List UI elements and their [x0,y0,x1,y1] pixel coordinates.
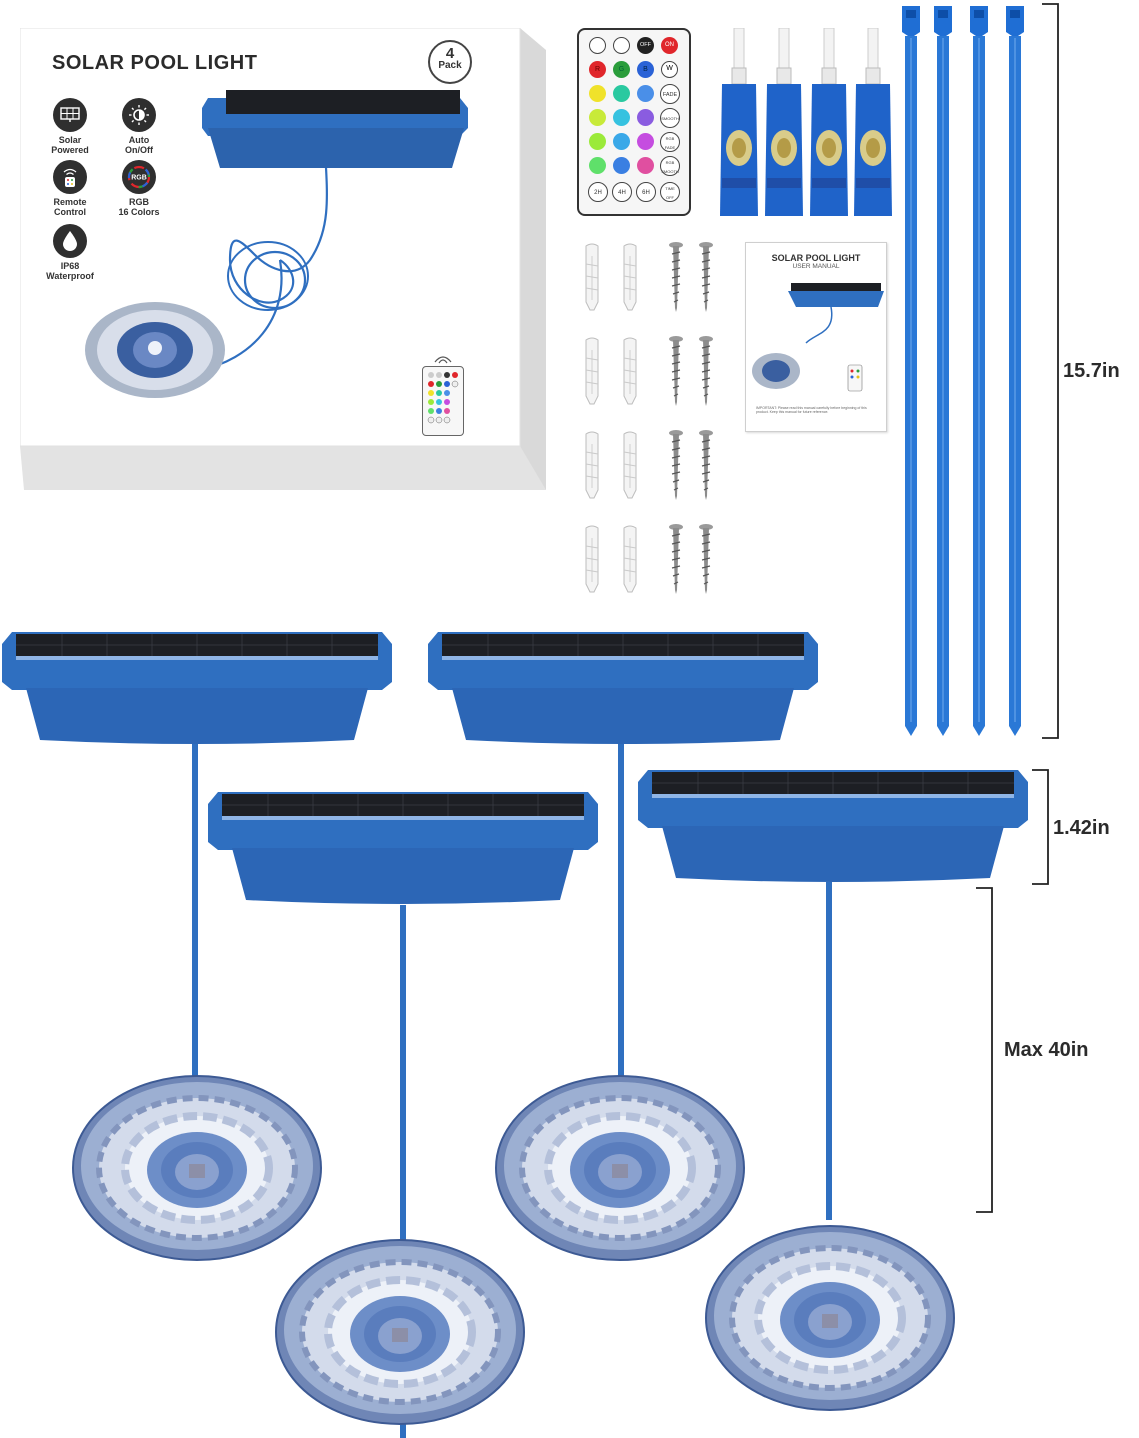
brightness-up-button[interactable] [613,37,630,54]
time-off-button[interactable]: TIME OFF [660,182,680,202]
remote-control-icon [53,160,87,194]
timer-4h-button[interactable]: 4H [612,182,632,202]
box-mini-remote [422,366,464,436]
timer-2h-button[interactable]: 2H [588,182,608,202]
anchors-and-screws [585,241,714,595]
box-hero-light [85,90,468,398]
manual-title: SOLAR POOL LIGHT [771,253,861,263]
feature-waterproof-line2: Waterproof [46,271,94,281]
rgb-fade-button[interactable]: RGB FADE [660,132,680,152]
color-button[interactable] [613,85,630,102]
green-button[interactable]: G [613,61,630,78]
waterproof-drop-icon [53,224,87,258]
light-height-label: 1.42in [1053,817,1110,839]
pack-label: Pack [438,60,462,71]
feature-remote-line2: Control [54,207,86,217]
rgb-smooth-button[interactable]: RGB SMOOTH [660,156,680,176]
feature-waterproof: IP68 Waterproof [35,224,105,281]
feature-auto: Auto On/Off [104,98,174,155]
feature-solar-line2: Powered [51,145,89,155]
feature-rgb: RGB RGB 16 Colors [104,160,174,217]
off-button[interactable]: OFF [637,37,654,54]
feature-auto-line1: Auto [128,135,150,145]
color-button[interactable] [637,109,654,126]
feature-solar-line1: Solar [58,135,82,145]
color-button[interactable] [589,157,606,174]
solar-panel-icon [53,98,87,132]
color-button[interactable] [613,109,630,126]
white-button[interactable]: W [661,61,678,78]
dimension-brackets [976,3,1059,1213]
color-button[interactable] [613,133,630,150]
on-button[interactable]: ON [661,37,678,54]
feature-solar: Solar Powered [35,98,105,155]
feature-rgb-line2: 16 Colors [118,207,160,217]
color-button[interactable] [613,157,630,174]
auto-on-off-icon [122,98,156,132]
blue-button[interactable]: B [637,61,654,78]
remote-control: OFF ON R G B W FADE SMOOTH RGB FADE RGB … [577,28,691,216]
color-button[interactable] [589,133,606,150]
cable-length-label: Max 40in [1004,1039,1089,1061]
color-button[interactable] [637,85,654,102]
feature-remote: Remote Control [35,160,105,217]
pool-lights [1,631,1029,1438]
rgb-icon: RGB [122,160,156,194]
timer-6h-button[interactable]: 6H [636,182,656,202]
red-button[interactable]: R [589,61,606,78]
signal-icon [434,356,452,364]
box-title: SOLAR POOL LIGHT [52,52,258,74]
manual-subtitle: USER MANUAL [792,263,840,270]
feature-rgb-line1: RGB [129,197,149,207]
manual-illustration [752,283,884,392]
fade-button[interactable]: FADE [660,84,680,104]
brightness-down-button[interactable] [589,37,606,54]
super-glue-tubes [719,28,893,217]
feature-auto-line2: On/Off [125,145,153,155]
pack-count: 4 [445,45,455,62]
color-button[interactable] [637,157,654,174]
pack-badge: 4 Pack [428,40,472,84]
color-button[interactable] [589,85,606,102]
color-button[interactable] [637,133,654,150]
smooth-button[interactable]: SMOOTH [660,108,680,128]
user-manual: SOLAR POOL LIGHT USER MANUAL IMPORTANT: … [745,242,887,432]
feature-remote-line1: Remote [53,197,87,207]
rgb-icon-text: RGB [131,175,147,182]
strap-length-label: 15.7in [1063,360,1120,382]
color-button[interactable] [589,109,606,126]
feature-waterproof-line1: IP68 [60,261,80,271]
manual-note: IMPORTANT: Please read this manual caref… [756,406,867,414]
